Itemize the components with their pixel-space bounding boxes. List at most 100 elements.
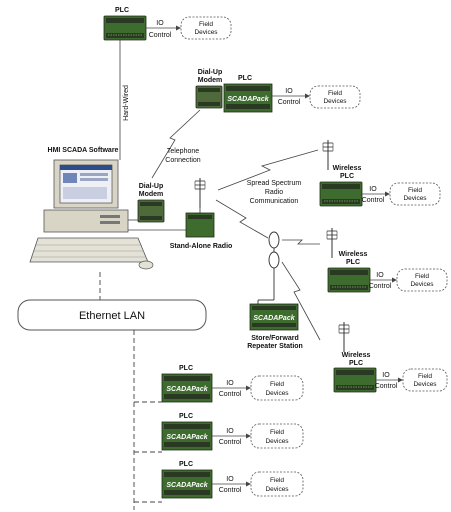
telephone-label-1: Telephone (167, 148, 199, 155)
control-top-label: Control (149, 32, 172, 39)
field-devices-lan-1-box (250, 375, 304, 401)
hard-wired-label: Hard-Wired (123, 85, 130, 121)
io-lan-3-arrow-icon (246, 481, 251, 487)
wireless-1-label-1: Wireless (333, 165, 362, 172)
field-dialup-label: Field (328, 90, 342, 97)
wireless-plc-3-group: Wireless PLC IO Control Field Devices (333, 321, 448, 393)
telephone-link (151, 109, 201, 179)
control-wireless-1-label: Control (362, 197, 385, 204)
dialup-pc-label-2: Modem (139, 191, 164, 198)
modem-pc-icon (137, 199, 165, 223)
wireless-3-label-1: Wireless (342, 352, 371, 359)
io-wireless-3-label: IO (382, 372, 390, 379)
mouse-icon (138, 260, 154, 270)
plc-top-label: PLC (115, 7, 129, 14)
devices-wireless-3-label: Devices (413, 381, 437, 388)
io-wireless-1-label: IO (369, 186, 377, 193)
standalone-radio-label: Stand-Alone Radio (170, 243, 233, 250)
io-top-label: IO (156, 20, 164, 27)
io-lan-1-arrow-icon (246, 385, 251, 391)
devices-top-label: Devices (194, 29, 218, 36)
io-lan-2-label: IO (226, 428, 234, 435)
devices-lan-3-label: Devices (265, 486, 289, 493)
spread-link-lower (215, 199, 269, 239)
io-top-arrow-icon (176, 25, 181, 31)
lan-plc-3-label: PLC (179, 461, 193, 468)
field-devices-wireless-3-box (402, 368, 448, 392)
field-lan-2-label: Field (270, 429, 284, 436)
keyboard-icon (29, 237, 154, 270)
ethernet-lan-box (17, 299, 207, 331)
antenna-standalone-icon (194, 177, 206, 209)
plc-top-icon (103, 15, 147, 41)
hmi-title: HMI SCADA Software (48, 147, 119, 154)
wireless-2-label-1: Wireless (339, 251, 368, 258)
plc-dialup-label: PLC (238, 75, 252, 82)
io-wireless-3-arrow-icon (398, 377, 403, 383)
field-wireless-2-label: Field (415, 273, 429, 280)
field-top-label: Field (199, 21, 213, 28)
repeater-antenna-1-icon (268, 231, 280, 249)
ethernet-lan-label: Ethernet LAN (79, 310, 145, 322)
dialup-top-label-2: Modem (198, 77, 223, 84)
scadapack-repeater-brand: SCADAPack (253, 315, 295, 322)
devices-lan-1-label: Devices (265, 390, 289, 397)
dialup-pc-label-1: Dial-Up (139, 183, 164, 190)
devices-dialup-label: Devices (323, 98, 347, 105)
plc-wireless-2-icon (327, 267, 371, 293)
plc-wireless-1-icon (319, 181, 363, 207)
field-devices-wireless-1-box (389, 182, 441, 206)
repeater-group: SCADAPack Store/Forward Repeater Station (247, 231, 303, 350)
repeater-link-3 (281, 261, 321, 341)
scadapack-lan-1-brand: SCADAPack (166, 386, 208, 393)
control-wireless-3-label: Control (375, 383, 398, 390)
control-lan-3-label: Control (219, 487, 242, 494)
control-lan-2-label: Control (219, 439, 242, 446)
io-lan-3-label: IO (226, 476, 234, 483)
field-devices-wireless-2-box (396, 268, 448, 292)
wireless-plc-2-group: Wireless PLC IO Control Field Devices (326, 227, 448, 293)
lan-plc-2-label: PLC (179, 413, 193, 420)
scadapack-dialup-brand: SCADAPack (227, 96, 269, 103)
field-lan-1-label: Field (270, 381, 284, 388)
io-lan-2-arrow-icon (246, 433, 251, 439)
repeater-station-label: Repeater Station (247, 343, 303, 350)
field-lan-3-label: Field (270, 477, 284, 484)
repeater-link-2 (282, 239, 320, 245)
io-wireless-1-arrow-icon (385, 191, 390, 197)
plc-top-group: PLC IO Control Field Devices (103, 7, 232, 41)
lan-plc-1-label: PLC (179, 365, 193, 372)
io-wireless-2-label: IO (376, 272, 384, 279)
control-lan-1-label: Control (219, 391, 242, 398)
field-wireless-1-label: Field (408, 187, 422, 194)
spread-label-3: Communication (250, 198, 299, 205)
spread-label-2: Radio (265, 189, 283, 196)
store-forward-label: Store/Forward (251, 335, 298, 342)
devices-lan-2-label: Devices (265, 438, 289, 445)
io-dialup-arrow-icon (305, 93, 310, 99)
wireless-1-label-2: PLC (340, 173, 354, 180)
devices-wireless-1-label: Devices (403, 195, 427, 202)
antenna-wireless-3-icon (338, 321, 350, 353)
dialup-plc-group: Dial-Up Modem PLC SCADAPack IO Control F… (195, 69, 361, 113)
scadapack-lan-3-brand: SCADAPack (166, 482, 208, 489)
dialup-top-label-1: Dial-Up (198, 69, 223, 76)
lan-plc-1-group: PLC SCADAPack IO Control Field Devices (134, 365, 304, 403)
field-devices-dialup-box (309, 85, 361, 109)
repeater-antenna-2-icon (268, 251, 280, 269)
telephone-label-2: Connection (165, 157, 201, 164)
lan-plc-3-group: PLC SCADAPack IO Control Field Devices (134, 461, 304, 503)
field-wireless-3-label: Field (418, 373, 432, 380)
devices-wireless-2-label: Devices (410, 281, 434, 288)
field-devices-lan-3-box (250, 471, 304, 497)
io-dialup-label: IO (285, 88, 293, 95)
antenna-wireless-1-icon (322, 139, 334, 171)
spread-link-upper (217, 149, 319, 191)
scadapack-lan-2-brand: SCADAPack (166, 434, 208, 441)
modem-top-icon (195, 85, 223, 109)
computer-icon (43, 159, 129, 233)
field-devices-top-box (180, 16, 232, 40)
spread-label-1: Spread Spectrum (247, 180, 302, 187)
wireless-2-label-2: PLC (346, 259, 360, 266)
